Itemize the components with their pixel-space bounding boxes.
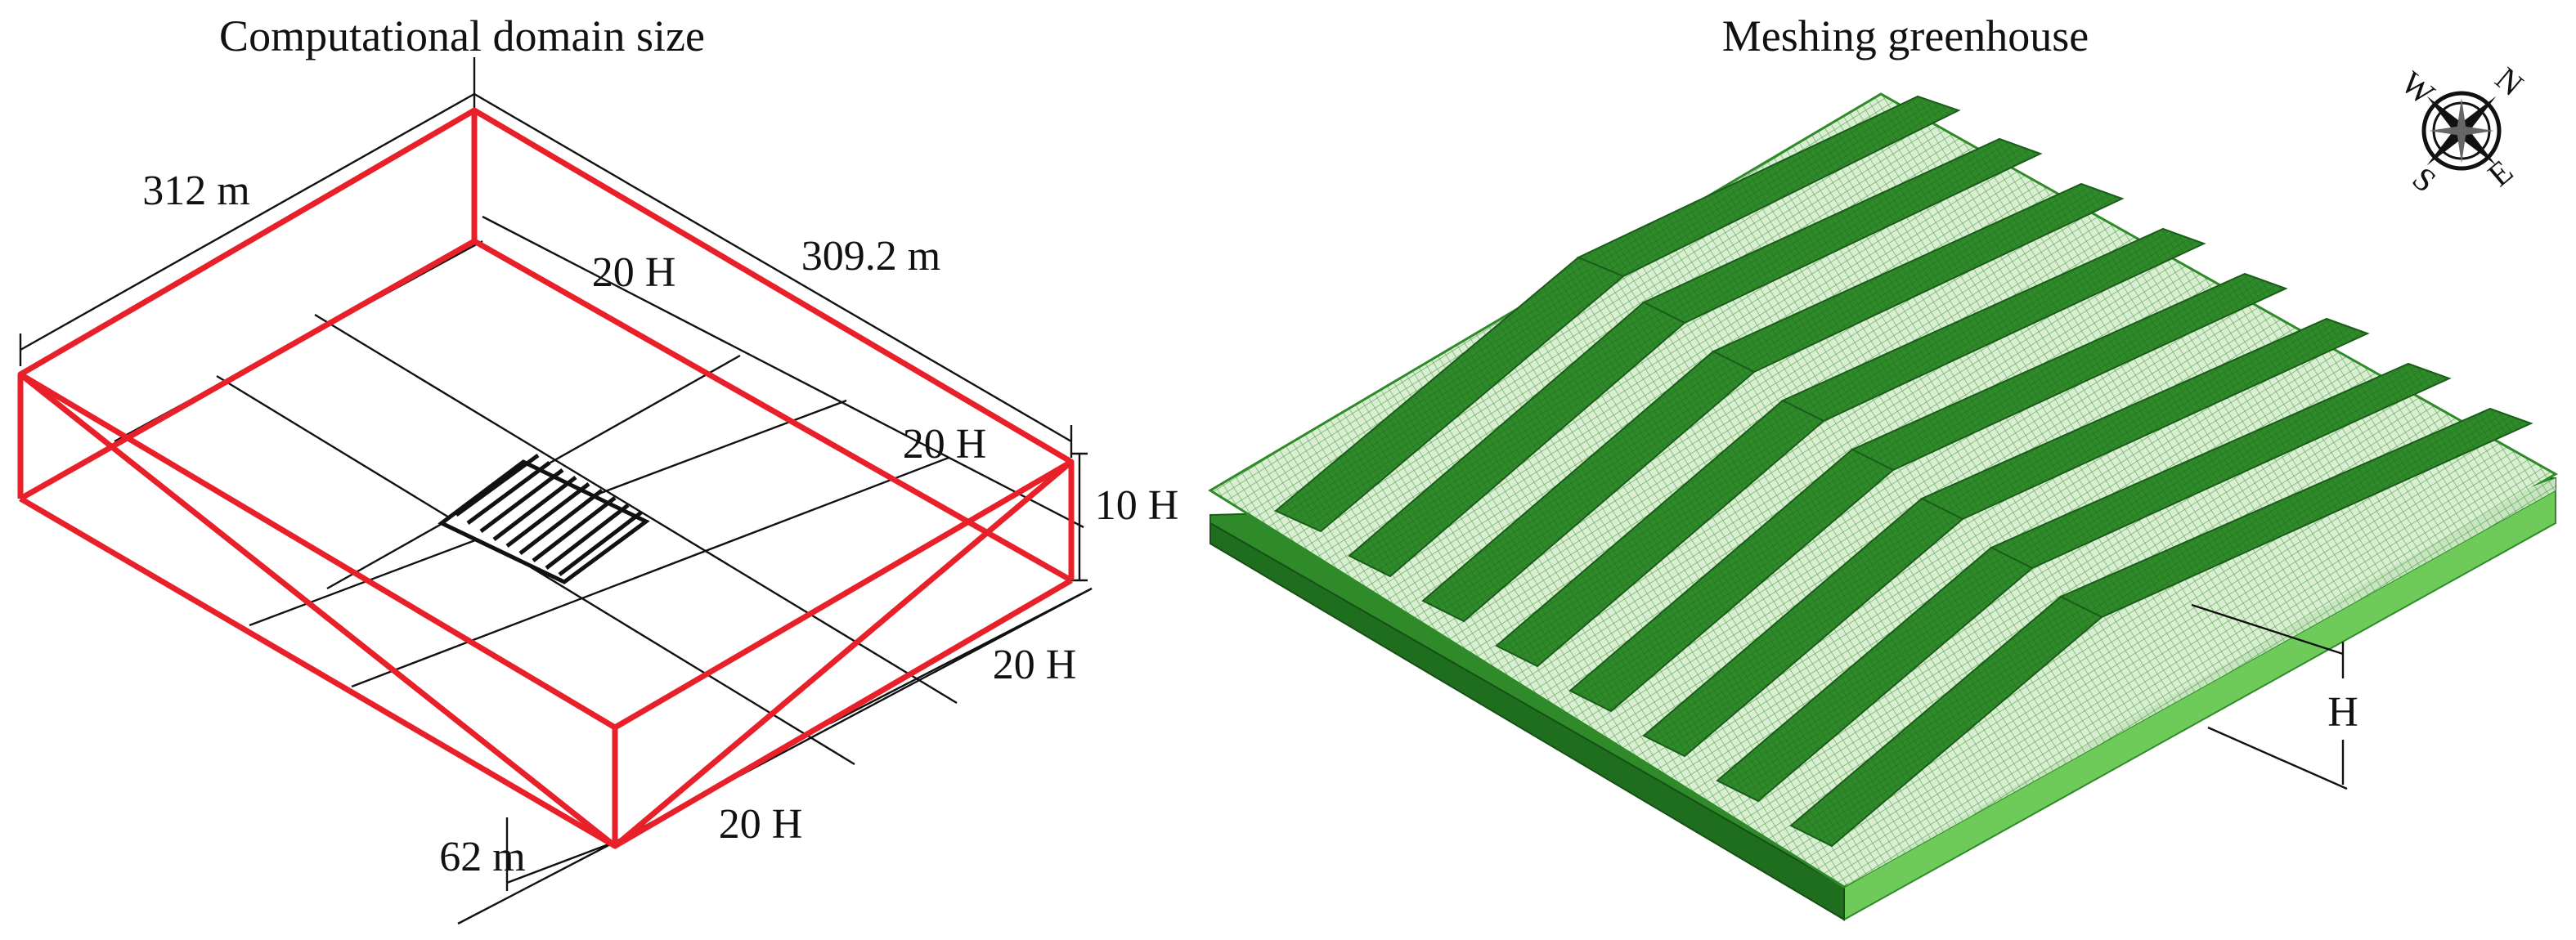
- greenhouse-mesh: Meshing greenhouse: [1208, 11, 2559, 921]
- domain-box: [17, 107, 1075, 849]
- compass-s: S: [2406, 159, 2444, 199]
- upstream-label: 20 H: [592, 249, 676, 296]
- bottom-label: 20 H: [719, 801, 803, 848]
- compass-rose-icon: N E S W: [2394, 60, 2530, 199]
- length-label: 312 m: [142, 168, 249, 214]
- width-label: 309.2 m: [801, 233, 940, 280]
- side-label: 20 H: [903, 421, 987, 468]
- height-abs-label: 62 m: [439, 834, 525, 880]
- domain-diagram: Computational domain size: [17, 11, 1179, 925]
- mesh-title: Meshing greenhouse: [1722, 11, 2089, 60]
- height-marker: H: [2191, 603, 2358, 790]
- domain-title: Computational domain size: [219, 11, 705, 60]
- height-rel-label: 10 H: [1095, 482, 1179, 529]
- roof-ridges: [1274, 95, 2533, 848]
- downstream-label: 20 H: [993, 642, 1077, 688]
- greenhouse-footprint: [438, 453, 650, 584]
- height-label: H: [2327, 689, 2358, 736]
- dimension-lines: [19, 57, 1093, 925]
- compass-n: N: [2488, 60, 2530, 103]
